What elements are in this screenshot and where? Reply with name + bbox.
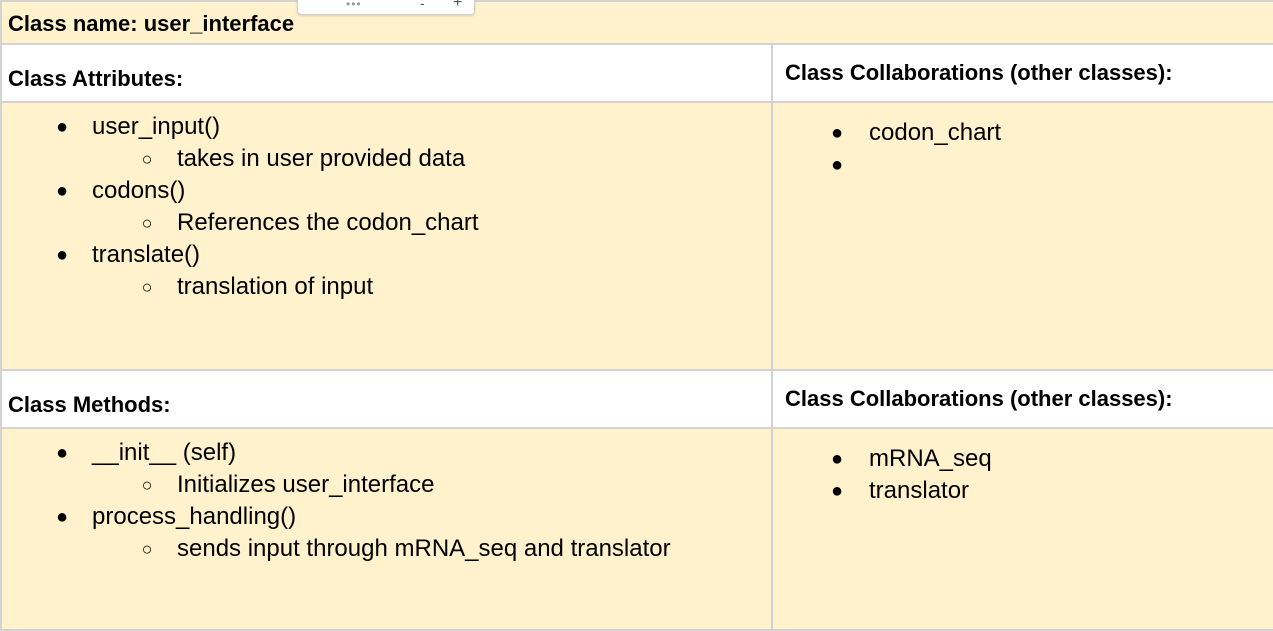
hollow-bullet-icon: ○: [141, 213, 153, 234]
list-item: ● process_handling() ○ sends input throu…: [2, 501, 771, 565]
collaborator-label: mRNA_seq: [869, 444, 992, 472]
sub-list-item: ○ Initializes user_interface: [92, 469, 771, 501]
list-item: ● __init__ (self) ○ Initializes user_int…: [2, 437, 771, 501]
attributes-header-cell[interactable]: Class Attributes:: [0, 43, 773, 104]
collaborator-label: codon_chart: [869, 119, 1002, 147]
collaborator-label: translator: [869, 476, 970, 504]
attributes-content-cell[interactable]: ● user_input() ○ takes in user provided …: [0, 101, 773, 371]
collaborations-header-cell-2[interactable]: Class Collaborations (other classes):: [770, 368, 1273, 429]
collaborations-header-cell-1[interactable]: Class Collaborations (other classes):: [770, 43, 1273, 104]
bullet-icon: ●: [55, 244, 69, 267]
bullet-icon: ●: [55, 441, 69, 464]
attribute-description: takes in user provided data: [177, 145, 466, 173]
list-item: ● mRNA_seq: [773, 443, 1273, 475]
class-name-title: Class name: user_interface: [8, 11, 295, 36]
collaborations-list: ● codon_chart ●: [773, 103, 1273, 181]
bullet-icon: ●: [55, 505, 69, 528]
method-description: Initializes user_interface: [177, 470, 435, 498]
attributes-list: ● user_input() ○ takes in user provided …: [2, 103, 771, 303]
collaborations-content-cell-2[interactable]: ● mRNA_seq ● translator: [770, 426, 1273, 631]
list-item: ● user_input() ○ takes in user provided …: [2, 111, 771, 175]
hollow-bullet-icon: ○: [141, 277, 153, 298]
attribute-label: translate(): [92, 241, 201, 269]
collaborations-header: Class Collaborations (other classes):: [785, 60, 1173, 86]
list-item: ● translate() ○ translation of input: [2, 239, 771, 303]
class-name-cell[interactable]: Class name: user_interface: [0, 0, 1273, 46]
hollow-bullet-icon: ○: [141, 474, 153, 495]
method-label: __init__ (self): [92, 438, 237, 466]
methods-content-cell[interactable]: ● __init__ (self) ○ Initializes user_int…: [0, 426, 773, 631]
list-item: ●: [773, 149, 1273, 181]
methods-header: Class Methods:: [8, 391, 171, 417]
bullet-icon: ●: [830, 154, 844, 177]
collaborations-content-cell-1[interactable]: ● codon_chart ●: [770, 101, 1273, 371]
list-item: ● codon_chart: [773, 117, 1273, 149]
sub-list-item: ○ translation of input: [92, 271, 771, 303]
bullet-icon: ●: [55, 116, 69, 139]
sub-list-item: ○ sends input through mRNA_seq and trans…: [92, 533, 771, 565]
attribute-description: translation of input: [177, 273, 374, 301]
methods-header-cell[interactable]: Class Methods:: [0, 368, 773, 429]
bullet-icon: ●: [55, 180, 69, 203]
floating-image-toolbar[interactable]: ••• - +: [297, 0, 475, 15]
hollow-bullet-icon: ○: [141, 149, 153, 170]
list-item: ● translator: [773, 475, 1273, 507]
bullet-icon: ●: [830, 479, 844, 502]
collaborations-header: Class Collaborations (other classes):: [785, 385, 1173, 411]
list-item: ● codons() ○ References the codon_chart: [2, 175, 771, 239]
collaborations-list: ● mRNA_seq ● translator: [773, 429, 1273, 507]
sub-list-item: ○ References the codon_chart: [92, 207, 771, 239]
hollow-bullet-icon: ○: [141, 538, 153, 559]
attributes-header: Class Attributes:: [8, 66, 184, 92]
method-description: sends input through mRNA_seq and transla…: [177, 534, 671, 562]
attribute-description: References the codon_chart: [177, 209, 479, 237]
more-options-icon[interactable]: •••: [346, 0, 362, 11]
zoom-out-icon[interactable]: -: [420, 0, 425, 11]
bullet-icon: ●: [830, 122, 844, 145]
sub-list-item: ○ takes in user provided data: [92, 143, 771, 175]
method-label: process_handling(): [92, 502, 297, 530]
zoom-in-icon[interactable]: +: [453, 0, 463, 11]
attribute-label: codons(): [92, 177, 186, 205]
bullet-icon: ●: [830, 447, 844, 470]
methods-list: ● __init__ (self) ○ Initializes user_int…: [2, 429, 771, 565]
attribute-label: user_input(): [92, 113, 221, 141]
